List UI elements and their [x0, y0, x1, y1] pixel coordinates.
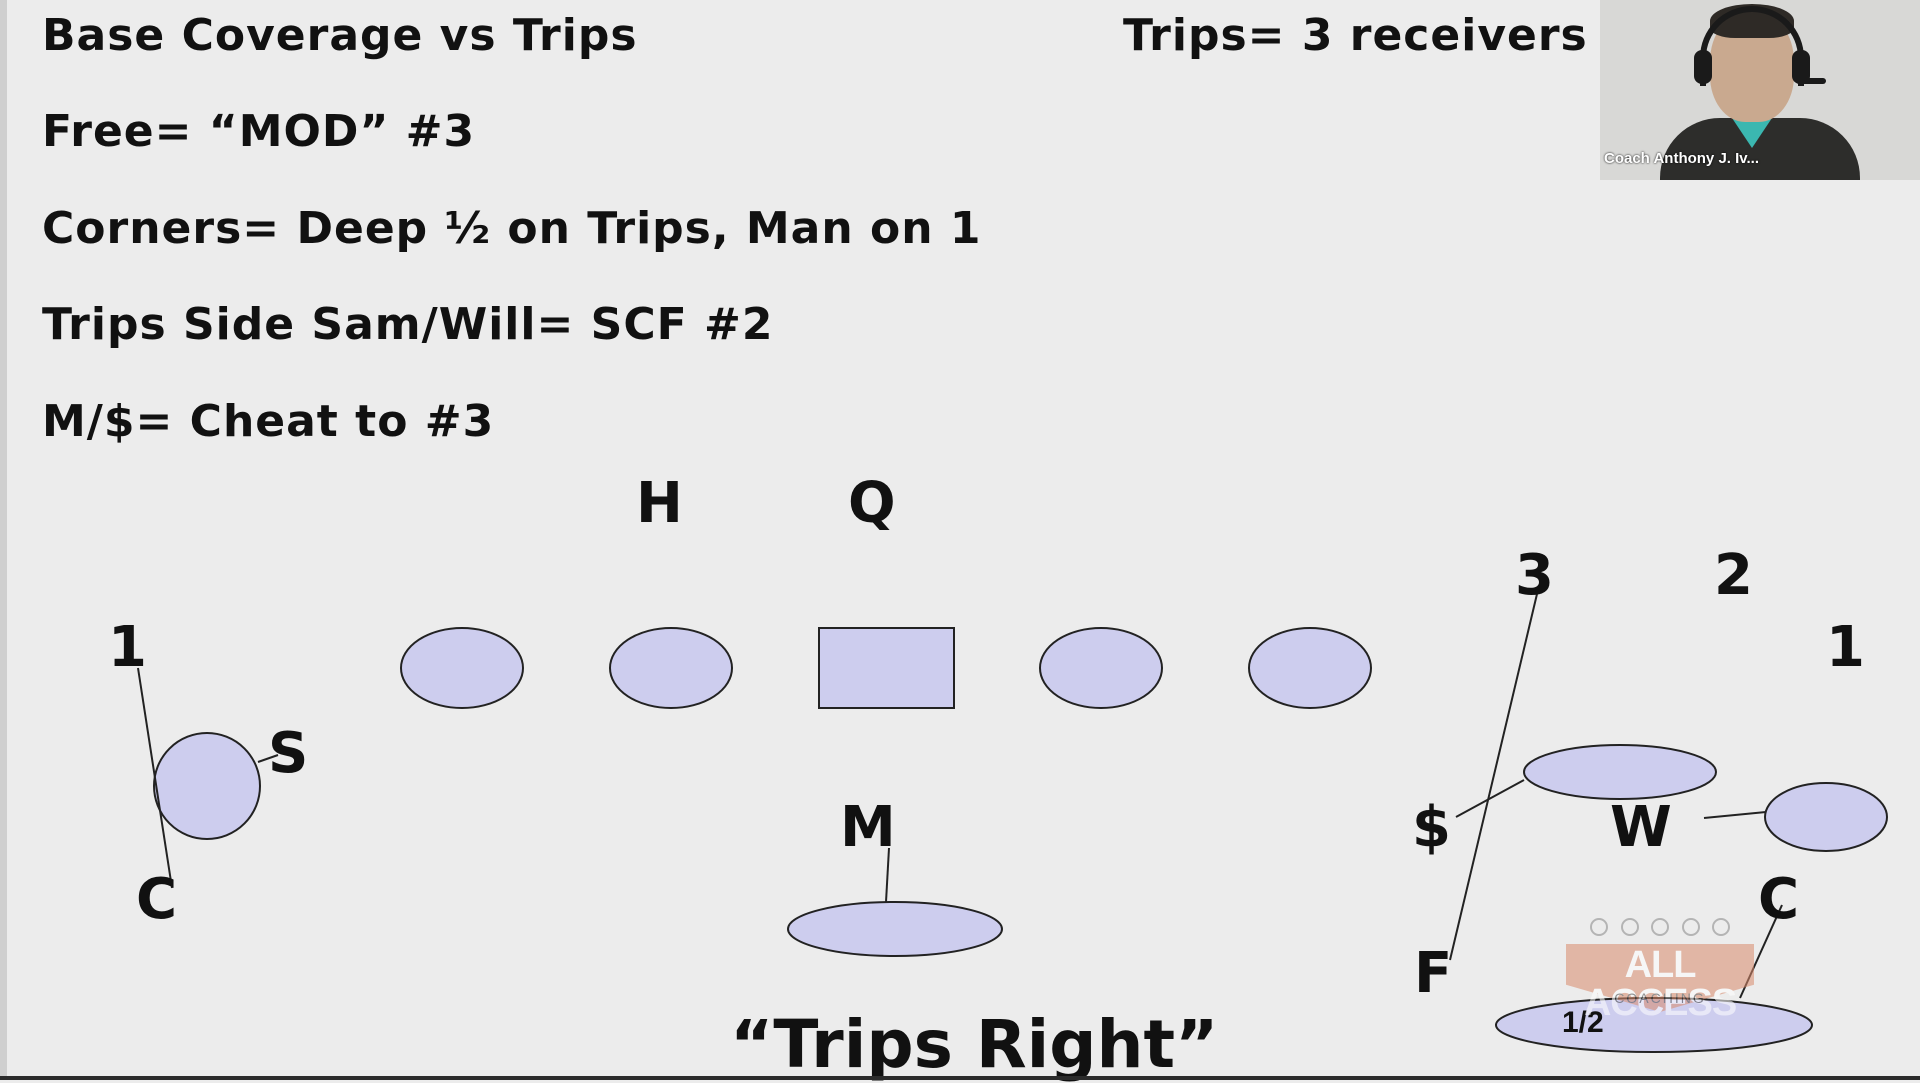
offensive-lineman-left-guard	[609, 627, 733, 709]
rule-sam-will: Trips Side Sam/Will= SCF #2	[42, 299, 774, 350]
trips-definition-note: Trips= 3 receivers o	[1123, 10, 1636, 61]
all-access-coaching-watermark: ALL ACCESS COACHING	[1560, 918, 1760, 1048]
mike-assignment-line	[885, 847, 890, 903]
presenter-video-tile[interactable]: Coach Anthony J. Iv...	[1600, 0, 1920, 180]
free-safety-mod-line	[1449, 593, 1538, 961]
mike-zone-ellipse	[787, 901, 1003, 957]
presenter-name: Coach Anthony J. Iv...	[1604, 150, 1760, 167]
safety-zone-ellipse	[1523, 744, 1717, 800]
rule-corners: Corners= Deep ½ on Trips, Man on 1	[42, 203, 982, 254]
defender-label-mike: M	[840, 795, 896, 860]
defender-label-right-corner: C	[1758, 867, 1800, 932]
receiver-label-left-1: 1	[108, 615, 147, 680]
slide-left-edge	[0, 0, 7, 1080]
offensive-lineman-left-tackle	[400, 627, 524, 709]
watermark-brand: ALL ACCESS	[1583, 944, 1737, 1024]
slide-title: Base Coverage vs Trips	[42, 10, 638, 61]
defender-label-sam: S	[268, 721, 309, 786]
sam-zone-circle	[153, 732, 261, 840]
screen-bottom-edge	[0, 1076, 1920, 1080]
defender-label-dollar: $	[1412, 795, 1451, 860]
rule-mike-safety: M/$= Cheat to #3	[42, 396, 495, 447]
defender-label-will: W	[1610, 795, 1672, 860]
dollar-assignment-line	[1455, 779, 1525, 818]
back-label-h: H	[636, 471, 683, 536]
receiver-label-2: 2	[1714, 543, 1753, 608]
watermark-subtitle: COACHING	[1614, 990, 1706, 1006]
left-corner-man-line	[137, 667, 173, 889]
receiver-label-right-1: 1	[1826, 615, 1865, 680]
rule-free: Free= “MOD” #3	[42, 106, 476, 157]
defender-label-left-corner: C	[136, 867, 178, 932]
receiver-label-3: 3	[1515, 543, 1554, 608]
deep-half-label: 1/2	[1562, 1006, 1604, 1039]
microphone-icon	[1796, 78, 1826, 84]
formation-title: “Trips Right”	[730, 1006, 1219, 1083]
will-zone-ellipse	[1764, 782, 1888, 852]
defender-label-free: F	[1414, 941, 1453, 1006]
sam-assignment-line	[257, 754, 279, 763]
offensive-lineman-right-tackle	[1248, 627, 1372, 709]
offensive-center	[818, 627, 955, 709]
offensive-lineman-right-guard	[1039, 627, 1163, 709]
sport-balls-icon	[1590, 918, 1730, 940]
will-assignment-line	[1703, 811, 1767, 819]
headset-icon	[1700, 6, 1804, 86]
back-label-q: Q	[848, 471, 896, 536]
